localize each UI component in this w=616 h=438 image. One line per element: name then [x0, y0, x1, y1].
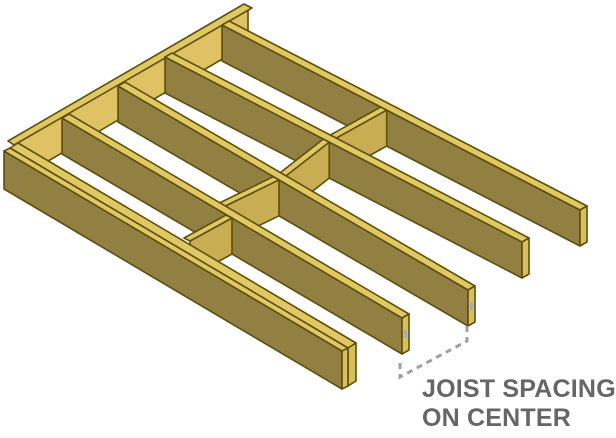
end-mark-2	[470, 302, 473, 310]
label-line-1: JOIST SPACING	[422, 375, 616, 403]
rim-outer-ply-end	[341, 347, 349, 390]
joist-spacing-label: JOIST SPACING ON CENTER	[422, 375, 616, 433]
joist-4-end	[579, 205, 588, 247]
end-mark-1	[404, 330, 407, 338]
label-line-2: ON CENTER	[422, 404, 572, 432]
rim-inner-ply-end	[347, 342, 357, 387]
blocking-0-top	[183, 214, 233, 242]
joist-3-end	[521, 237, 530, 279]
back-rim-top	[7, 3, 253, 146]
spacing-dimension-line	[398, 326, 469, 380]
